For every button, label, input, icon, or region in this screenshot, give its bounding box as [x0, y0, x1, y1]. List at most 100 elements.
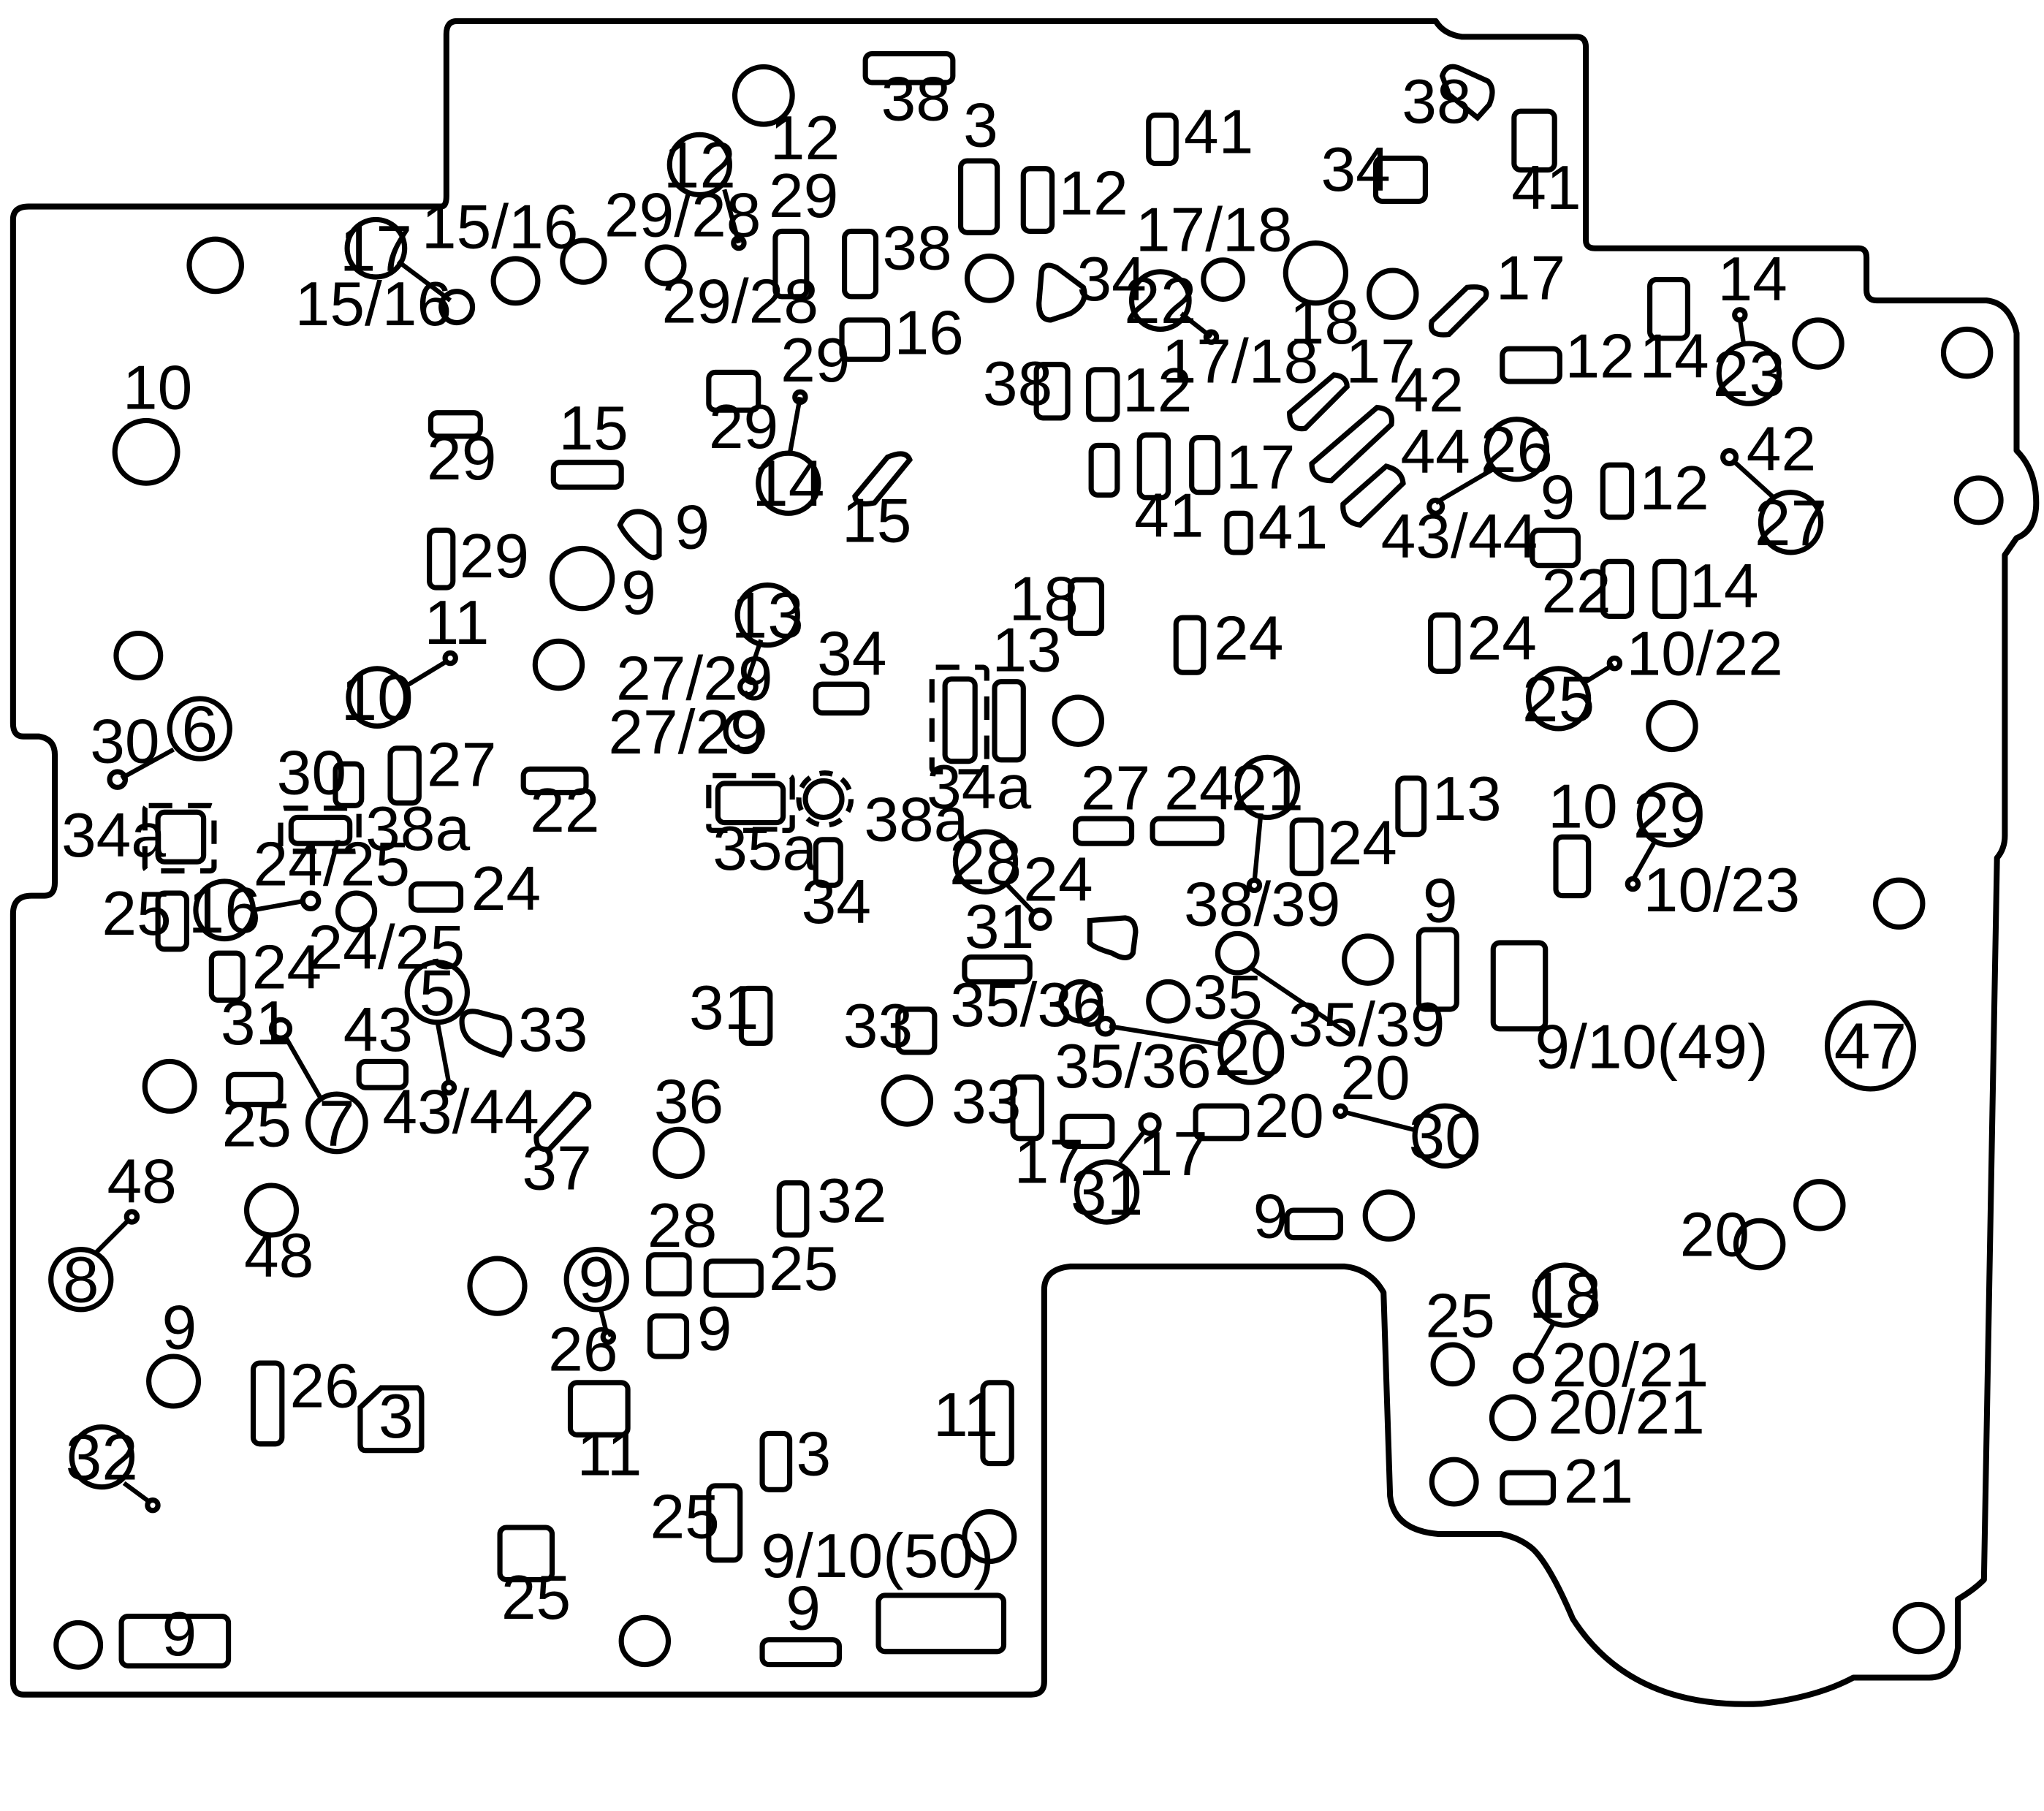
- callout-number: 14: [752, 447, 824, 520]
- slot: [118, 1613, 232, 1668]
- part-label: 24: [1023, 845, 1093, 915]
- hole: [1052, 694, 1105, 747]
- part-label: 31: [689, 973, 759, 1043]
- part-label: 38: [983, 349, 1052, 419]
- hole: [1201, 257, 1245, 302]
- hole: [1283, 240, 1349, 306]
- hole: [560, 238, 607, 285]
- slot: [1146, 112, 1179, 167]
- dashed-outline: [929, 664, 989, 775]
- part-label: 31: [221, 988, 290, 1058]
- slot: [497, 1525, 555, 1583]
- part-label: 12: [1565, 322, 1635, 392]
- part-label: 15: [842, 486, 911, 556]
- hole: [1792, 317, 1844, 370]
- part-label: 10: [1548, 772, 1617, 842]
- part-label: 35/39: [1288, 990, 1445, 1060]
- part-label: 12: [1059, 158, 1128, 228]
- part-label: 9: [786, 1573, 821, 1643]
- callout-number: 21: [1231, 751, 1304, 824]
- part-label: 41: [1134, 480, 1204, 550]
- slot: [387, 745, 422, 806]
- part-label: 9: [697, 1294, 732, 1364]
- dashed-outline: [278, 805, 362, 854]
- part-label: 9: [1253, 1182, 1288, 1252]
- hole: [467, 1256, 528, 1316]
- slot: [1289, 817, 1324, 876]
- part-label: 31: [965, 892, 1034, 962]
- part-label: 42: [1394, 355, 1464, 425]
- part-label: 38: [1402, 67, 1471, 137]
- part-label: 36: [654, 1066, 723, 1136]
- dashed-outline: [706, 772, 795, 833]
- slot: [1427, 612, 1461, 674]
- part-label: 34a: [927, 752, 1031, 822]
- part-label: 43/44: [382, 1077, 539, 1147]
- part-label: 12: [1122, 355, 1192, 425]
- callout: 6: [167, 692, 232, 765]
- pocket: [1087, 915, 1139, 960]
- slot: [703, 1258, 764, 1298]
- pocket: [533, 1091, 592, 1153]
- callout: 16: [189, 873, 261, 946]
- slot: [942, 676, 978, 764]
- slot: [1088, 442, 1120, 498]
- part-label: 37: [522, 1133, 591, 1203]
- hole: [438, 289, 476, 326]
- part-label: 15/16: [422, 192, 579, 262]
- part-label: 29: [709, 392, 778, 462]
- pocket: [1439, 64, 1495, 122]
- part-label: 24: [471, 854, 541, 924]
- slot: [1136, 432, 1171, 501]
- part-label: 41: [1258, 493, 1328, 563]
- part-label: 14: [1717, 244, 1787, 314]
- slot: [1086, 367, 1120, 422]
- part-label: 30: [277, 737, 346, 808]
- part-label: 34a: [61, 800, 166, 870]
- slot: [706, 369, 761, 413]
- part-label: 12: [770, 103, 840, 173]
- part-labels: 38 12 3 41 38 41 34 12 29 38 29/28 29/28…: [61, 64, 1816, 1669]
- part-label: 20/21: [1552, 1330, 1709, 1400]
- part-label: 38a: [365, 794, 470, 864]
- pocket: [1428, 284, 1489, 338]
- part-label: 27: [1081, 753, 1150, 824]
- callout-number: 29: [1633, 778, 1706, 851]
- callout: 31: [1071, 1155, 1143, 1229]
- part-label: 24: [1327, 808, 1397, 878]
- part-label: 38a: [864, 785, 968, 855]
- part-label: 9: [1540, 462, 1576, 532]
- part-label: 26: [548, 1315, 618, 1385]
- callout: 23: [1713, 337, 1785, 410]
- part-label: 13: [992, 615, 1061, 685]
- part-label: 15/16: [295, 269, 452, 339]
- hole: [1892, 1601, 1945, 1655]
- part-label: 29: [460, 521, 529, 591]
- part-label: 38/39: [1184, 870, 1341, 940]
- callout: 32: [66, 1421, 138, 1494]
- part-label: 29/28: [662, 267, 819, 337]
- part-label: 35a: [713, 813, 817, 884]
- slot: [1010, 1074, 1044, 1142]
- slot: [813, 837, 843, 888]
- callout-number: 32: [66, 1421, 138, 1494]
- hole: [532, 638, 585, 691]
- slot: [1511, 108, 1557, 173]
- slot: [428, 410, 483, 439]
- callout-number: 23: [1713, 337, 1785, 410]
- part-label: 35/36: [950, 970, 1107, 1040]
- part-label: 42: [1747, 414, 1816, 484]
- hole: [723, 710, 765, 753]
- slot: [875, 1592, 1007, 1655]
- part-label: 17: [1345, 327, 1415, 397]
- pocket: [1309, 404, 1394, 484]
- callout-number: 26: [1481, 413, 1553, 486]
- part-label: 25: [1425, 1280, 1494, 1351]
- callout: 29: [1633, 778, 1706, 851]
- part-label: 43: [343, 995, 413, 1065]
- slot: [520, 766, 589, 796]
- slot: [356, 1058, 409, 1090]
- callout: 18: [1529, 1258, 1601, 1332]
- part-label: 17: [1014, 1127, 1084, 1197]
- part-label: 17: [1226, 432, 1295, 502]
